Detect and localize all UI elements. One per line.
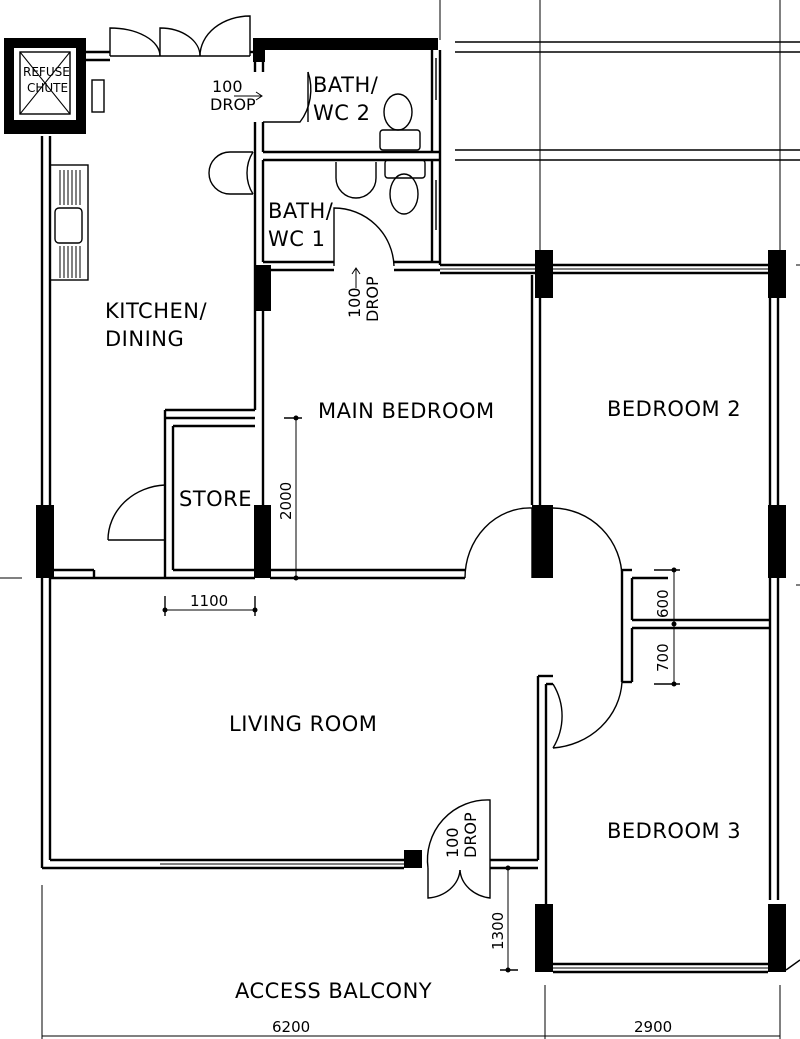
bedroom-3-label: BEDROOM 3 (607, 819, 741, 843)
bath-wc2-label-1: BATH/ (313, 73, 379, 97)
refuse-chute-label-1: REFUSE (23, 65, 70, 79)
drop-top-label: DROP (210, 95, 256, 114)
drop-entrance-value: 100 (443, 827, 462, 858)
bedroom-2-label: BEDROOM 2 (607, 397, 741, 421)
dim-store-width: 1100 (190, 592, 228, 610)
dim-main-bedroom-depth: 2000 (277, 482, 295, 520)
store-label: STORE (179, 487, 252, 511)
dim-overall-left: 6200 (272, 1018, 310, 1036)
bath-wc1-label-1: BATH/ (268, 199, 334, 223)
grid-lines (0, 0, 800, 586)
dim-closet-a: 600 (654, 589, 672, 618)
dim-overall-right: 2900 (634, 1018, 672, 1036)
bath-wc2-label-2: WC 2 (313, 101, 370, 125)
room-labels: BATH/ WC 2 BATH/ WC 1 KITCHEN/ DINING ST… (105, 73, 741, 1003)
dimensions: 1100 2000 600 700 1300 (41, 415, 781, 1039)
columns (36, 250, 786, 972)
doors (107, 15, 623, 899)
refuse-chute: REFUSE CHUTE (4, 38, 86, 134)
main-bedroom-label: MAIN BEDROOM (318, 399, 495, 423)
drop-entrance-label: DROP (461, 812, 480, 858)
bath-wc1-label-2: WC 1 (268, 227, 325, 251)
kitchen-dining-label-1: KITCHEN/ (105, 299, 207, 323)
drop-top-value: 100 (212, 77, 243, 96)
drop-wc1-value: 100 (345, 287, 364, 318)
dim-closet-b: 700 (654, 643, 672, 672)
access-balcony-label: ACCESS BALCONY (235, 979, 432, 1003)
fixtures (49, 79, 426, 281)
refuse-chute-label-2: CHUTE (27, 81, 68, 95)
drop-markers: 100 DROP 100 DROP 100 DROP (210, 77, 480, 858)
living-room-label: LIVING ROOM (229, 712, 377, 736)
kitchen-dining-label-2: DINING (105, 327, 184, 351)
dim-balcony-depth: 1300 (489, 912, 507, 950)
walls (40, 38, 800, 974)
drop-wc1-label: DROP (363, 276, 382, 322)
